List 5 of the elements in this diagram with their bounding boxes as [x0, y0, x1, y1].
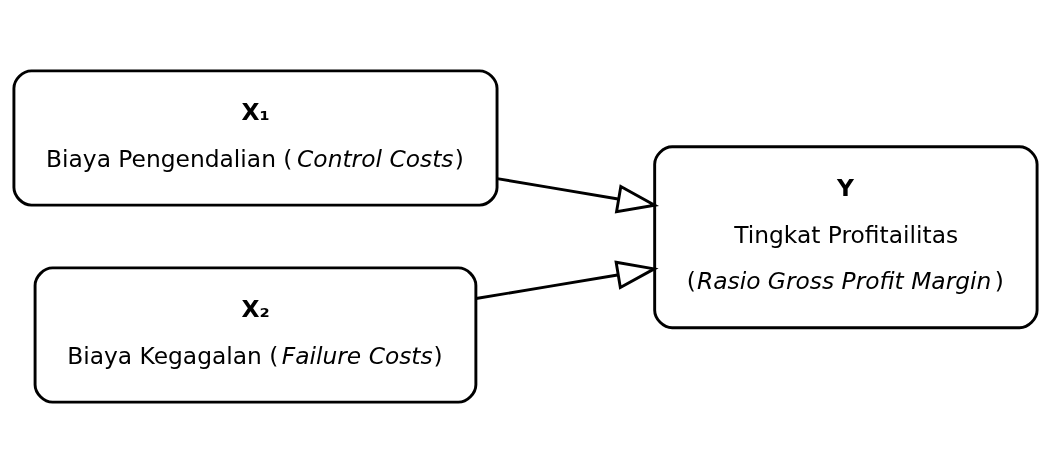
arrow — [496, 176, 659, 213]
node-box: X₁ Biaya Pengendalian (Control Costs) — [12, 68, 499, 207]
node-box: X₂ Biaya Kegagalan (Failure Costs) — [33, 265, 478, 404]
arrow — [475, 260, 659, 300]
node-box: Y Tingkat Profitailitas (Rasio Gross Profit Margin) — [653, 144, 1039, 329]
